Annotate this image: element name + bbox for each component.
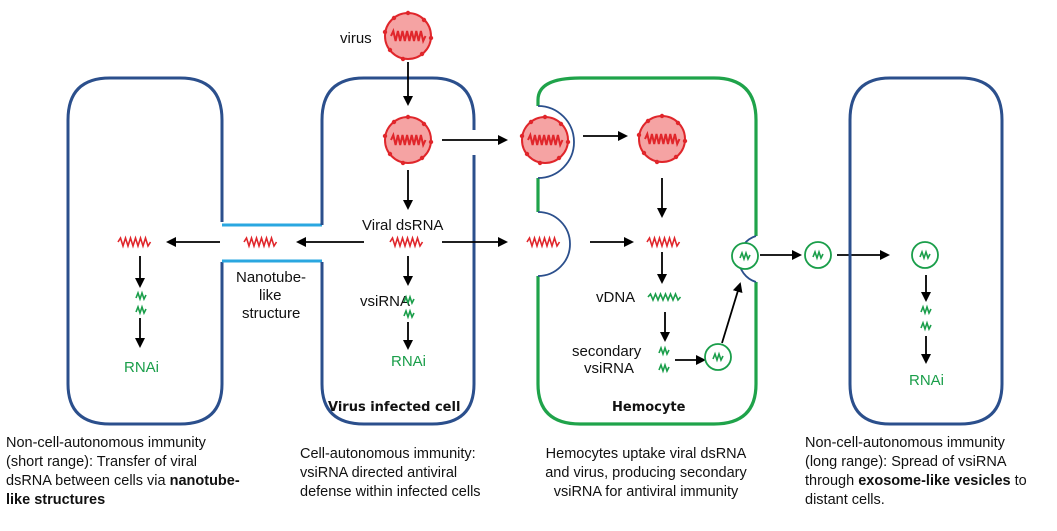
nanotube-structure — [222, 223, 322, 263]
left-dsrna — [117, 237, 152, 247]
caption-line: Non-cell-autonomous immunity — [6, 435, 206, 451]
left-recipient-cell — [66, 76, 224, 426]
nanotube-label-2: like — [259, 287, 282, 304]
caption-cell-autonomous: Cell-autonomous immunity: vsiRNA directe… — [300, 445, 520, 502]
virus-infected-cell — [320, 76, 476, 426]
virus-label: virus — [340, 30, 372, 47]
vesicle-in-hemocyte — [704, 343, 732, 371]
caption-line: dsRNA between cells via nanotube- — [6, 472, 286, 491]
caption-line: defense within infected cells — [300, 484, 481, 500]
right-sirna — [920, 306, 932, 330]
hemocyte-label: Hemocyte — [612, 400, 686, 415]
vesicle-exiting-hemocyte — [731, 242, 759, 270]
right-distant-cell — [848, 76, 1004, 426]
caption-line: (short range): Transfer of viral — [6, 454, 197, 470]
vsirna-label: vsiRNA — [360, 293, 410, 310]
rnai-right: RNAi — [909, 372, 944, 389]
virus-entering-hemocyte — [518, 113, 572, 167]
caption-line: and virus, producing secondary — [545, 465, 747, 481]
viral-dsrna — [389, 237, 424, 247]
exosome-vesicle — [804, 241, 832, 269]
caption-short-range: Non-cell-autonomous immunity (short rang… — [6, 434, 286, 510]
caption-text: dsRNA between cells via — [6, 473, 170, 489]
caption-line: (long range): Spread of vsiRNA — [805, 454, 1007, 470]
caption-long-range: Non-cell-autonomous immunity (long range… — [805, 434, 1057, 510]
virus-inside-cell — [381, 113, 435, 167]
dsrna-entering-hemocyte — [526, 237, 561, 247]
caption-text: to — [1010, 473, 1027, 489]
caption-line: through exosome-like vesicles to — [805, 472, 1057, 491]
caption-bold: nanotube- — [169, 473, 240, 489]
caption-line: vsiRNA directed antiviral — [300, 465, 458, 481]
vdna — [647, 293, 682, 301]
rnai-center: RNAi — [391, 353, 426, 370]
caption-line: vsiRNA for antiviral immunity — [553, 484, 739, 500]
vesicle-in-distant-cell — [911, 241, 939, 269]
caption-bold: exosome-like vesicles — [858, 473, 1011, 489]
virus-in-hemocyte — [635, 112, 689, 166]
rnai-left: RNAi — [124, 359, 159, 376]
caption-line: Hemocytes uptake viral dsRNA — [545, 446, 747, 462]
viral-dsrna-label: Viral dsRNA — [362, 217, 443, 234]
arrow — [721, 282, 743, 344]
caption-line: distant cells. — [805, 492, 885, 508]
caption-line: like structures — [6, 491, 286, 510]
caption-hemocyte: Hemocytes uptake viral dsRNA and virus, … — [526, 445, 766, 502]
caption-line: Cell-autonomous immunity: — [300, 446, 476, 462]
caption-text: through — [805, 473, 859, 489]
secondary-label-2: vsiRNA — [584, 360, 634, 377]
caption-bold: like structures — [6, 492, 106, 508]
secondary-label-1: secondary — [572, 343, 642, 360]
vdna-label: vDNA — [596, 289, 635, 306]
hemocyte-cell — [536, 76, 758, 426]
nanotube-label-3: structure — [242, 305, 300, 322]
left-sirna — [135, 292, 147, 314]
dsrna-in-hemocyte — [646, 237, 681, 247]
secondary-vsirna — [658, 347, 670, 372]
nanotube-dsrna — [243, 237, 278, 247]
caption-line: Non-cell-autonomous immunity — [805, 435, 1005, 451]
virus-outside — [381, 9, 435, 63]
nanotube-label-1: Nanotube- — [236, 269, 306, 286]
virus-infected-cell-label: Virus infected cell — [328, 400, 460, 415]
